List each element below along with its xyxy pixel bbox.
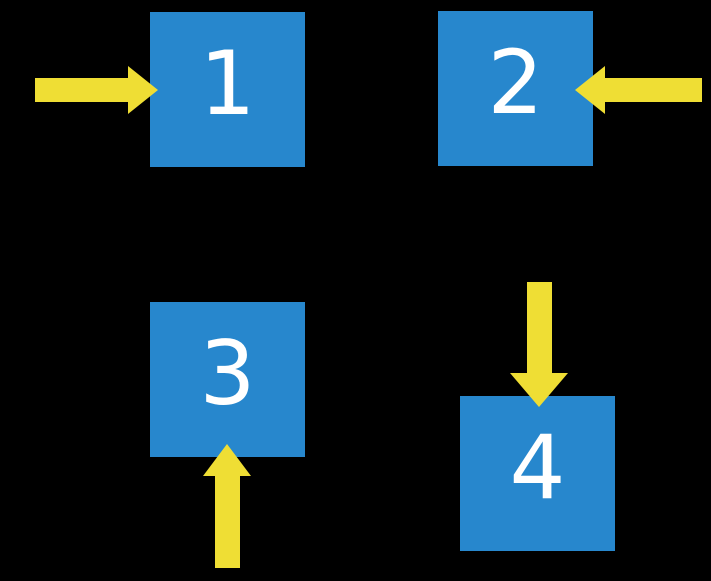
arrow-up-icon (203, 444, 251, 568)
arrow-head (575, 66, 605, 114)
square-1: 1 (150, 12, 305, 167)
arrow-shaft (527, 282, 552, 375)
arrow-shaft (35, 78, 130, 102)
arrow-head (510, 373, 568, 407)
square-3: 3 (150, 302, 305, 457)
square-3-label: 3 (199, 321, 256, 425)
arrow-head (128, 66, 158, 114)
arrow-down-icon (510, 282, 568, 407)
square-4: 4 (460, 396, 615, 551)
square-4-label: 4 (509, 415, 566, 519)
arrow-shaft (215, 474, 240, 568)
square-2-label: 2 (487, 30, 544, 134)
square-2: 2 (438, 11, 593, 166)
square-1-label: 1 (199, 31, 256, 135)
arrow-right-icon (35, 66, 158, 114)
arrow-head (203, 444, 251, 476)
arrow-shaft (603, 78, 702, 102)
arrow-left-icon (575, 66, 702, 114)
